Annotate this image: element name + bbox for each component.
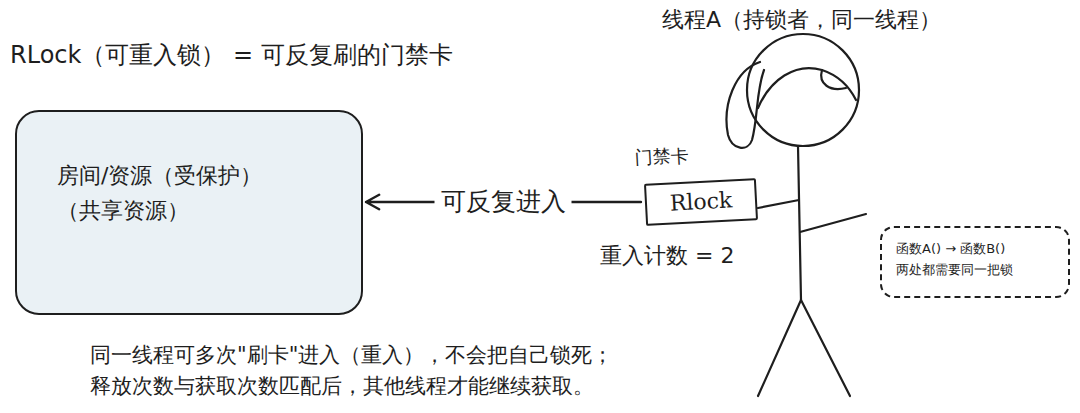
- edge-label: 可反复进入: [435, 186, 572, 219]
- figure-right-leg: [801, 300, 850, 396]
- diagram-caption: 同一线程可多次"刷卡"进入（重入），不会把自己锁死； 释放次数与获取次数匹配后，…: [90, 340, 625, 402]
- thread-label: 线程A（持锁者，同一线程）: [662, 6, 941, 35]
- access-card: 门禁卡Rlock: [644, 178, 758, 226]
- note-line: 函数A() → 函数B(): [896, 241, 1068, 258]
- room-subtitle: （共享资源）: [57, 197, 361, 226]
- card-heading: 门禁卡: [634, 144, 689, 170]
- room-title: 房间/资源（受保护）: [57, 162, 361, 191]
- figure-body: [798, 146, 801, 300]
- diagram-title: RLock（可重入锁） = 可反复刷的门禁卡: [10, 40, 453, 71]
- resource-room: 房间/资源（受保护） （共享资源）: [15, 110, 363, 315]
- note-line: 两处都需要同一把锁: [896, 262, 1068, 279]
- figure-hair: [758, 68, 856, 108]
- card-text: Rlock: [646, 180, 756, 224]
- figure-left-arm: [758, 200, 799, 208]
- reentry-count: 重入计数 = 2: [600, 242, 734, 271]
- figure-hair-curl: [821, 70, 846, 89]
- figure-head: [747, 34, 859, 146]
- figure-left-leg: [758, 300, 801, 396]
- note-box: 函数A() → 函数B() 两处都需要同一把锁: [880, 226, 1070, 298]
- figure-right-arm: [800, 214, 866, 232]
